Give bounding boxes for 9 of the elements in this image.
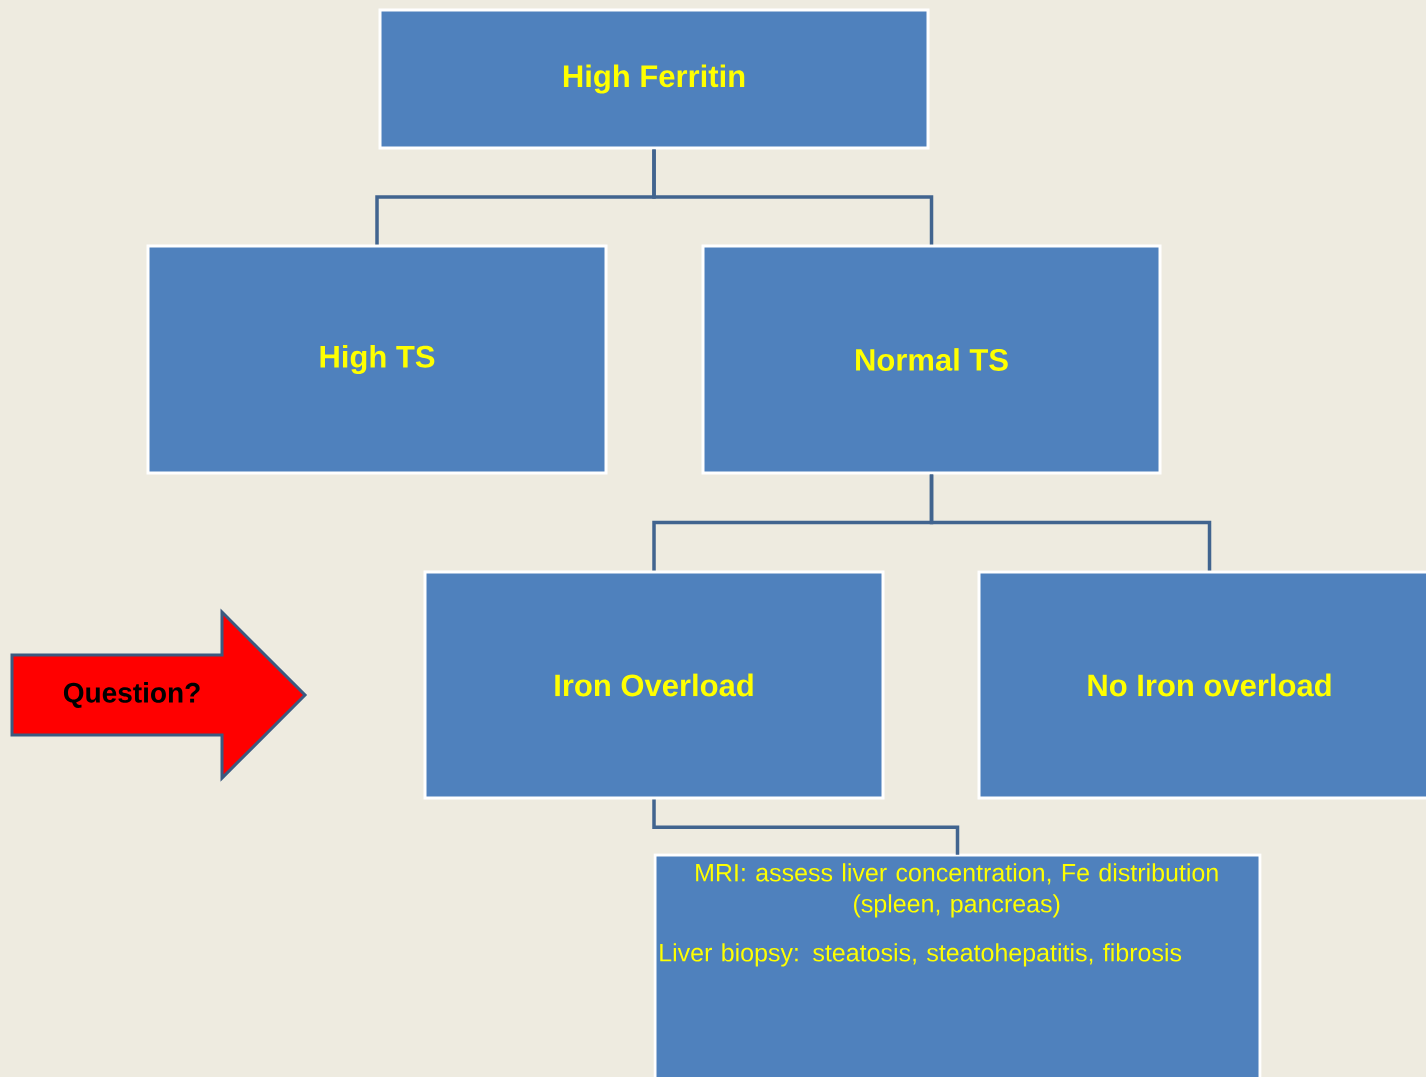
connector-line (652, 799, 960, 855)
connector-line (929, 474, 1212, 571)
process-box: High TS (146, 244, 608, 475)
note-box: MRI: assess liver concentration, Fe distribution (spleen, pancreas) Liver biopsy: steatosis, steatohepatitis, fibrosis (653, 853, 1262, 1077)
process-box: High Ferritin (378, 8, 930, 150)
process-box: No Iron overload (977, 570, 1426, 800)
connector-line (652, 149, 934, 245)
process-box: Iron Overload (423, 570, 885, 800)
process-box: Normal TS (701, 244, 1162, 475)
